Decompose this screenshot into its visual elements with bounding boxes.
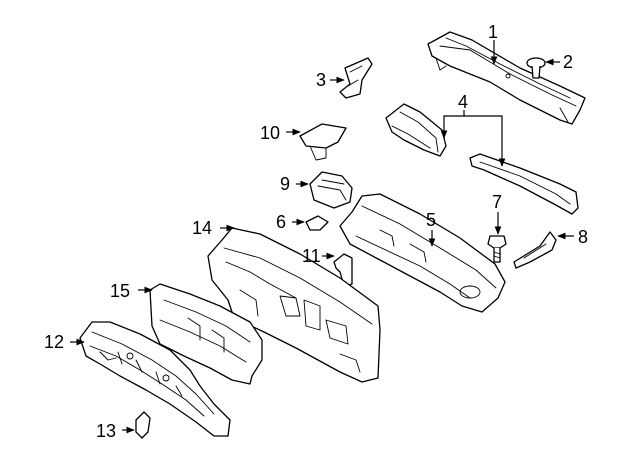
- callout-12: 12: [44, 332, 64, 352]
- part-5-cowl-panel: [339, 193, 506, 313]
- part-3-bracket: [339, 57, 373, 99]
- part-8-bracket: [513, 231, 557, 269]
- callout-labels: 1 2 3 4 5 6 7 8 9 10 11 12 13 14 15: [44, 22, 588, 441]
- callout-15: 15: [110, 281, 130, 301]
- callout-7: 7: [492, 192, 502, 212]
- callout-9: 9: [280, 174, 290, 194]
- part-1-cowl-top-panel: [427, 31, 586, 125]
- callout-3: 3: [316, 70, 326, 90]
- part-10-bracket-plate: [299, 123, 347, 161]
- part-4-air-inlet: [385, 103, 447, 157]
- callout-13: 13: [96, 421, 116, 441]
- part-12-lower-panel: [79, 321, 231, 437]
- leader-lines: [70, 40, 574, 434]
- callout-10: 10: [260, 123, 280, 143]
- part-6-clip: [305, 215, 329, 231]
- callout-14: 14: [192, 218, 212, 238]
- callout-8: 8: [578, 227, 588, 247]
- part-2-clip: [526, 57, 546, 79]
- callout-11: 11: [302, 246, 321, 266]
- callout-2: 2: [563, 52, 573, 72]
- callout-1: 1: [488, 22, 498, 42]
- part-15-insulator: [149, 283, 263, 385]
- part-7-bolt: [487, 235, 507, 263]
- part-11-duct-tube: [333, 253, 353, 287]
- part-9-housing: [309, 171, 353, 209]
- callout-4: 4: [458, 92, 468, 112]
- callout-6: 6: [276, 212, 286, 232]
- callout-5: 5: [426, 210, 436, 230]
- part-13-fastener: [135, 411, 151, 439]
- part-4-seal-strip: [469, 153, 579, 215]
